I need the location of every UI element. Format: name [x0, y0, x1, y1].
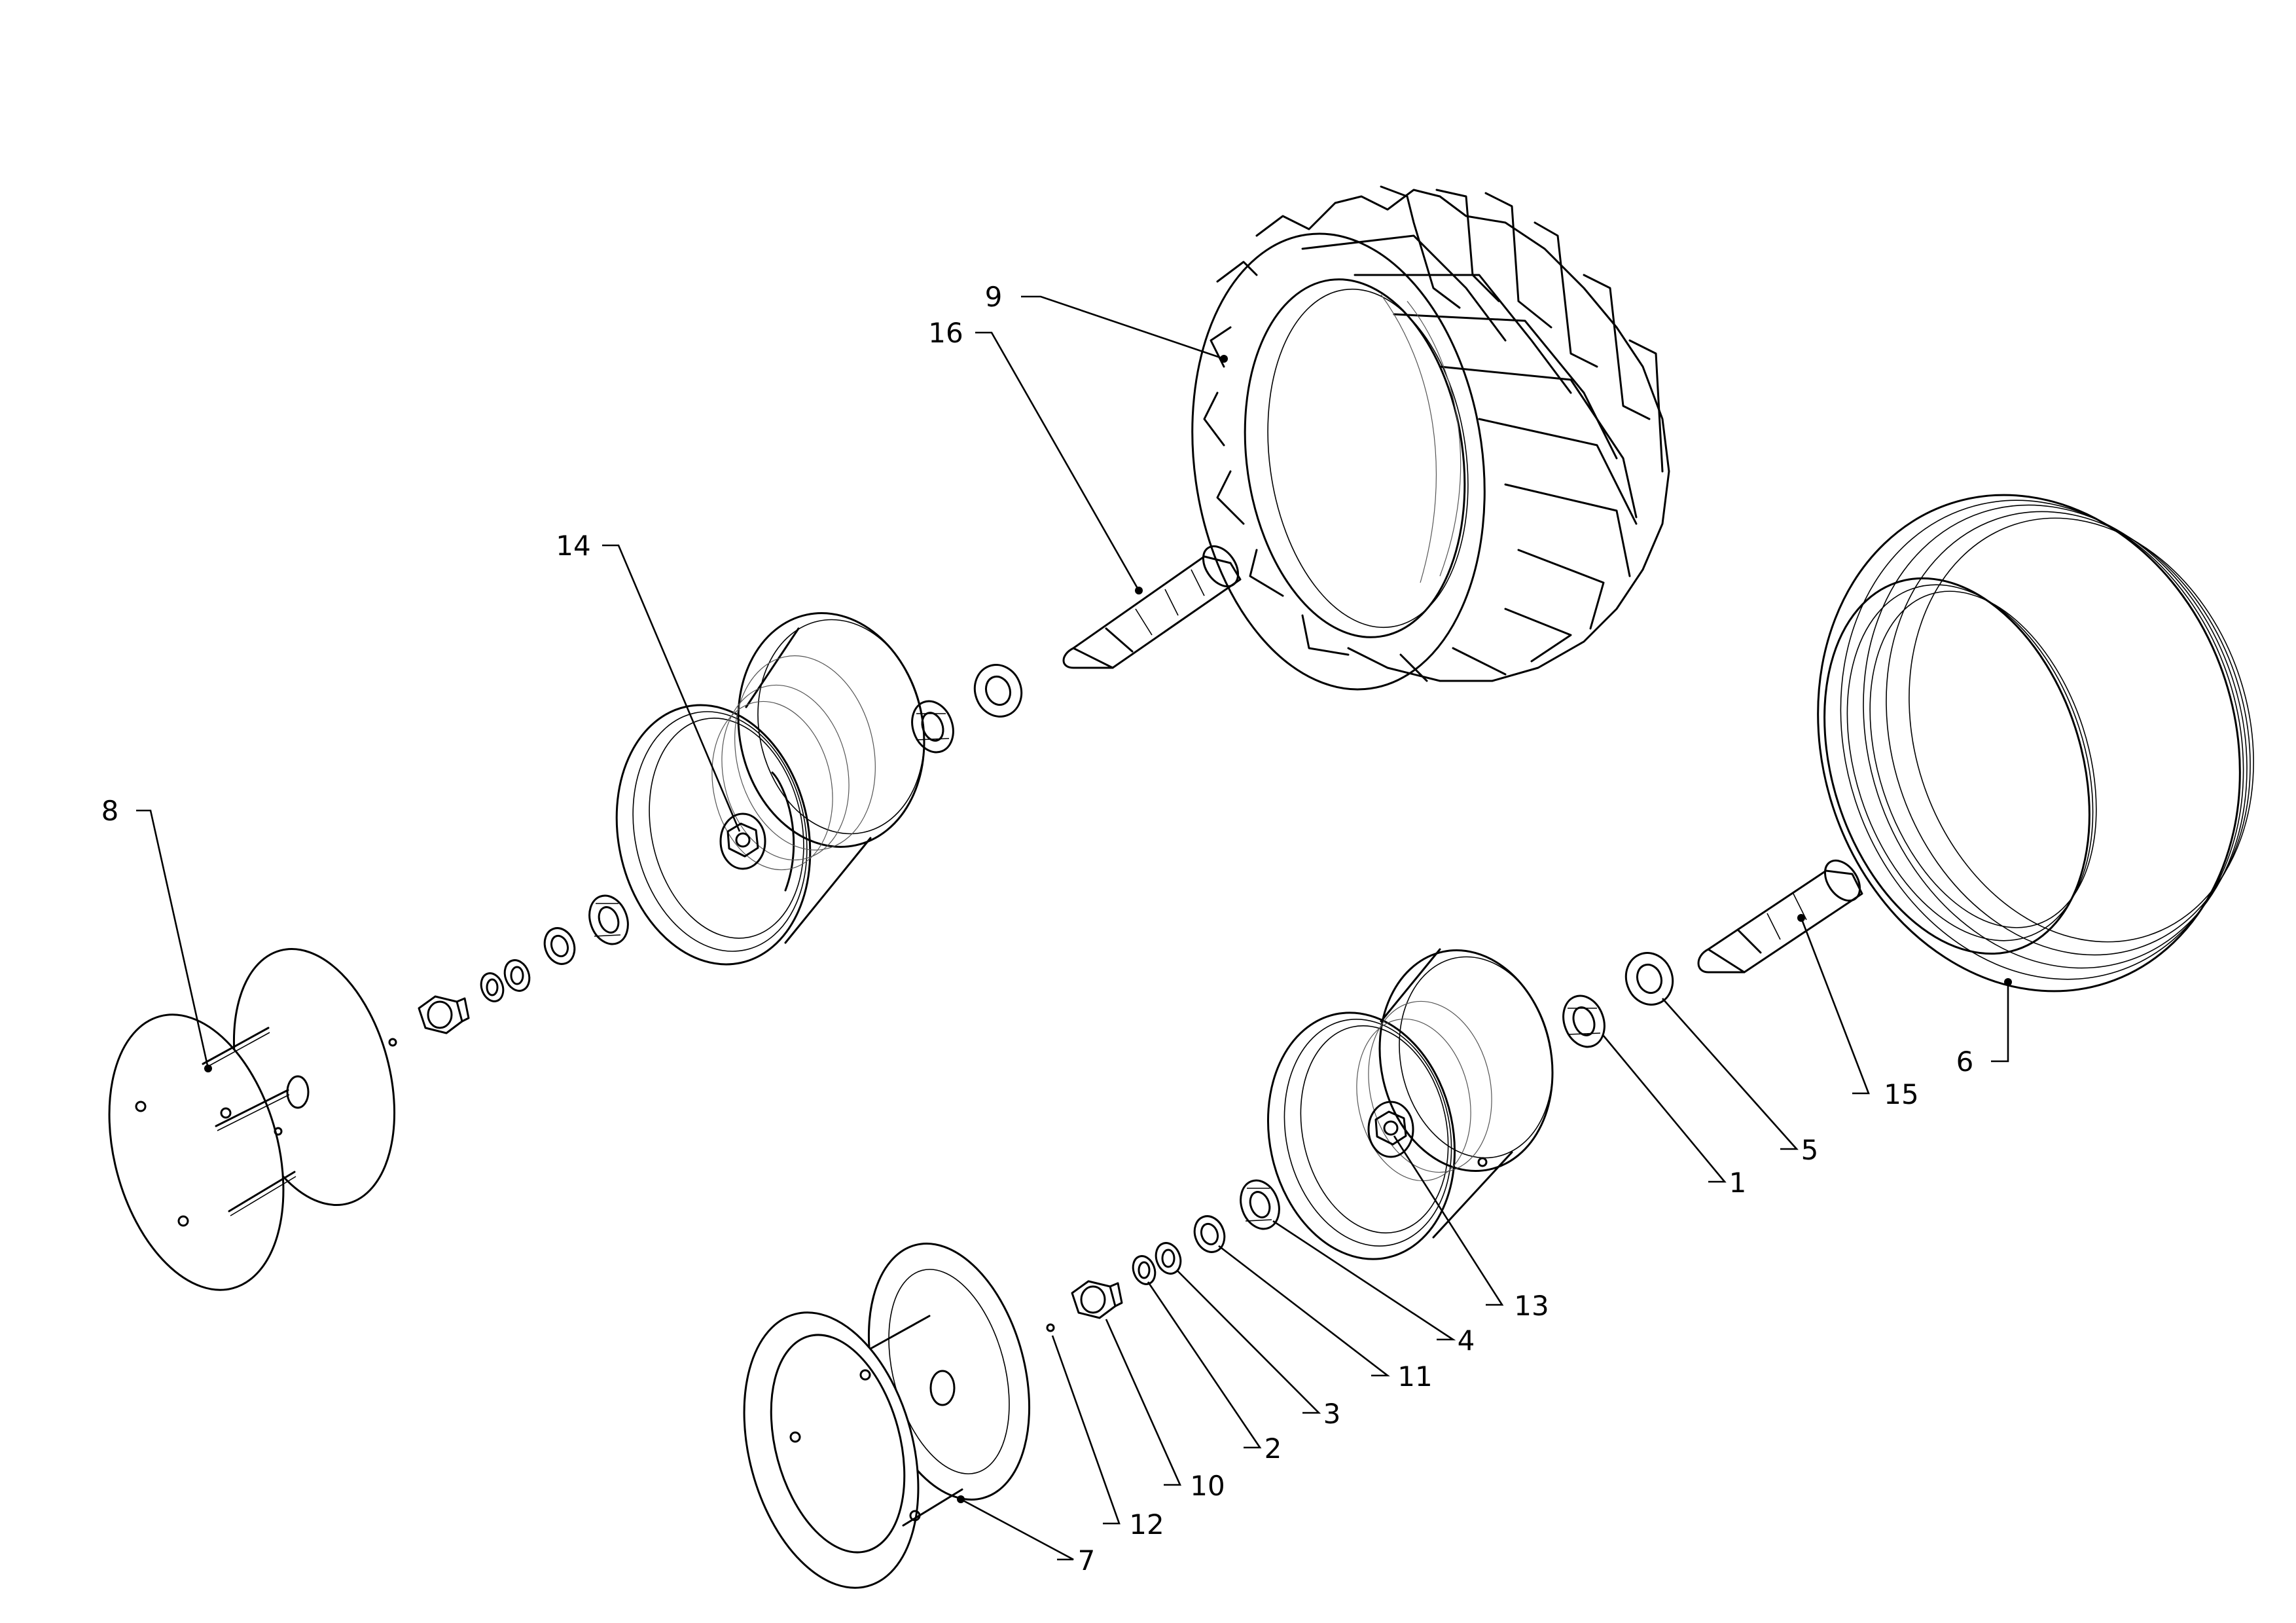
leader-6 [1991, 982, 2009, 1063]
part-1-bearing [1562, 994, 1605, 1048]
part-5-washer [1624, 952, 1674, 1006]
part-15-axle [1697, 859, 1863, 974]
part-pin-upper [388, 1038, 397, 1047]
callout-14: 14 [556, 530, 590, 562]
callout-7: 7 [1078, 1544, 1096, 1577]
callout-12: 12 [1129, 1508, 1164, 1541]
part-6-rib-tire [1817, 494, 2254, 993]
leader-13 [1393, 1135, 1504, 1306]
callout-2: 2 [1265, 1432, 1282, 1465]
part-8-hubcap [108, 948, 396, 1291]
leader-14 [602, 544, 741, 832]
part-16-axle [1062, 545, 1242, 669]
part-bearing-upper-inner [911, 700, 954, 754]
leader-5 [1662, 998, 1799, 1150]
leader-9 [1021, 295, 1225, 360]
callout-9: 9 [985, 281, 1003, 313]
part-9-lug-tire [1191, 185, 1670, 691]
leader-2 [1147, 1281, 1262, 1449]
leader-16 [975, 331, 1140, 591]
part-10-nut [1071, 1280, 1123, 1319]
leader-12 [1051, 1335, 1121, 1525]
part-lockwasher-upper [503, 959, 531, 992]
leader-dots [204, 355, 2012, 1503]
callout-8: 8 [101, 795, 119, 827]
part-7-hubcap [743, 1243, 1031, 1589]
part-2-ring [1132, 1255, 1157, 1285]
callout-15: 15 [1884, 1078, 1918, 1110]
part-3-lockwasher [1155, 1242, 1182, 1275]
callout-16: 16 [928, 317, 963, 349]
callout-6: 6 [1956, 1046, 1974, 1078]
callout-5: 5 [1801, 1134, 1819, 1166]
leader-4 [1272, 1220, 1456, 1341]
callout-3: 3 [1323, 1398, 1341, 1430]
leader-1 [1602, 1035, 1727, 1183]
callout-13: 13 [1514, 1290, 1549, 1322]
callout-labels: 9 16 14 8 6 15 5 1 13 4 11 3 2 10 12 7 [101, 281, 1974, 1577]
leaders [136, 295, 2009, 1561]
callout-1: 1 [1729, 1167, 1747, 1199]
part-nut-upper [418, 995, 470, 1034]
part-13-wheel-rim [1266, 948, 1554, 1260]
callout-10: 10 [1190, 1470, 1225, 1502]
part-washer-upper [973, 664, 1023, 718]
part-14-wheel-rim [615, 612, 925, 966]
part-seal-upper [543, 927, 576, 965]
leader-15 [1800, 917, 1870, 1095]
leader-8 [136, 809, 209, 1069]
part-ring-upper [480, 972, 505, 1002]
leader-3 [1176, 1269, 1321, 1414]
callout-4: 4 [1458, 1324, 1475, 1357]
leader-11 [1218, 1245, 1390, 1377]
part-bearing-upper-outer [588, 894, 629, 945]
part-4-bearing [1240, 1179, 1280, 1230]
part-11-seal [1193, 1215, 1226, 1253]
leader-10 [1105, 1319, 1182, 1486]
leader-7 [960, 1498, 1074, 1561]
part-12-pin [1046, 1323, 1055, 1332]
callout-11: 11 [1397, 1360, 1432, 1393]
